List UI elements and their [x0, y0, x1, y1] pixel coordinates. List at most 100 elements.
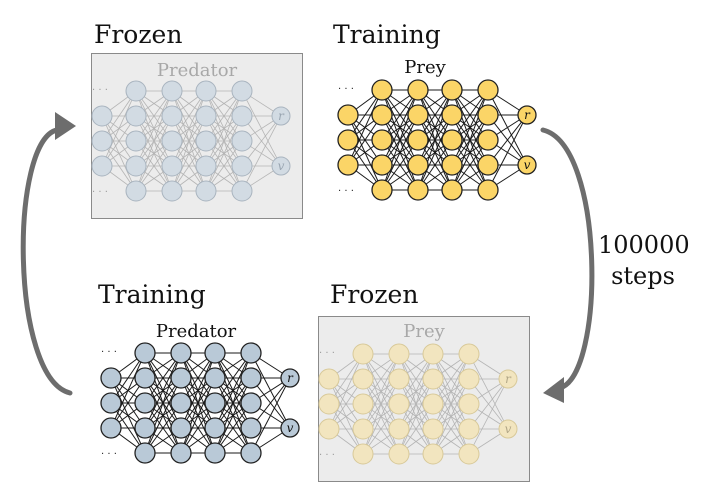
output-label-v: v [505, 422, 512, 436]
ellipsis-dots: . . . [338, 183, 354, 194]
hidden-node [458, 443, 480, 465]
hidden-node [407, 79, 429, 101]
state-label-prey-frozen: Frozen [330, 280, 419, 309]
edge [417, 89, 453, 166]
edge [214, 352, 252, 429]
output-node-r [280, 368, 300, 388]
arrow-left-up [20, 127, 73, 396]
hidden-node [170, 417, 192, 439]
hidden-node [371, 129, 393, 151]
hidden-node [134, 367, 156, 389]
edge [468, 378, 509, 430]
hidden-node [422, 343, 444, 365]
ellipsis-dots: . . . [101, 446, 117, 457]
hidden-node [388, 343, 410, 365]
edge [347, 89, 383, 166]
edge [180, 352, 216, 429]
ellipsis-dots: . . . [92, 184, 108, 195]
hidden-node [318, 368, 340, 390]
hidden-node [231, 105, 253, 127]
edge [381, 89, 419, 166]
arrowhead-left [55, 112, 76, 140]
arrowhead-right [543, 377, 564, 403]
hidden-node [477, 104, 499, 126]
hidden-node [231, 80, 253, 102]
net-title-prey-training: Prey [404, 57, 446, 78]
net-title-predator-frozen: Predator [156, 60, 238, 81]
hidden-node [352, 418, 374, 440]
hidden-node [134, 417, 156, 439]
ellipsis-dots: . . . [319, 345, 335, 356]
output-node-r [498, 369, 518, 389]
steps-unit: steps [611, 261, 675, 290]
hidden-node [231, 180, 253, 202]
output-node-v [517, 155, 537, 175]
hidden-node [125, 180, 147, 202]
output-label-r: r [524, 108, 531, 122]
ellipsis-dots: . . . [92, 82, 108, 93]
hidden-node [477, 129, 499, 151]
hidden-node [388, 368, 410, 390]
hidden-node [195, 105, 217, 127]
hidden-node [170, 367, 192, 389]
edge [171, 90, 207, 167]
ellipsis-dots: . . . [338, 81, 354, 92]
edge [205, 90, 243, 167]
net-title-predator-training: Predator [155, 321, 237, 342]
edge [468, 378, 509, 455]
hidden-node [195, 180, 217, 202]
hidden-node [125, 80, 147, 102]
network-predator-training: . . .. . .rv [100, 342, 300, 464]
hidden-node [422, 368, 444, 390]
output-label-v: v [278, 159, 285, 173]
ellipsis-dots: . . . [101, 344, 117, 355]
hidden-node [125, 130, 147, 152]
edge [432, 378, 470, 455]
edge [362, 378, 400, 455]
edge [487, 114, 528, 191]
network-predator-frozen: . . . . . . r v [91, 80, 291, 202]
hidden-node [371, 154, 393, 176]
hidden-node [170, 442, 192, 464]
hidden-node [100, 392, 122, 414]
hidden-node [407, 104, 429, 126]
state-label-prey-training: Training [333, 20, 441, 49]
hidden-node [388, 443, 410, 465]
hidden-node [371, 179, 393, 201]
hidden-node [318, 418, 340, 440]
hidden-node [100, 417, 122, 439]
hidden-node [91, 105, 113, 127]
edge [250, 377, 291, 454]
hidden-node [352, 368, 374, 390]
hidden-node [161, 130, 183, 152]
hidden-node [371, 79, 393, 101]
hidden-node [204, 367, 226, 389]
edge [328, 353, 364, 430]
hidden-node [195, 130, 217, 152]
output-label-r: r [505, 372, 512, 386]
edge [398, 378, 434, 455]
hidden-node [337, 129, 359, 151]
edge [144, 352, 182, 429]
hidden-node [134, 392, 156, 414]
hidden-node [441, 179, 463, 201]
output-node-r [517, 105, 537, 125]
hidden-node [477, 179, 499, 201]
edge [432, 353, 470, 430]
hidden-node [407, 179, 429, 201]
output-node-r [271, 106, 291, 126]
hidden-node [352, 343, 374, 365]
hidden-node [388, 393, 410, 415]
edge [451, 114, 489, 191]
steps-label: 100000 steps [598, 230, 690, 291]
hidden-node [240, 342, 262, 364]
hidden-node [231, 155, 253, 177]
output-label-r: r [278, 109, 285, 123]
edge [451, 89, 489, 166]
steps-value: 100000 [598, 231, 690, 259]
hidden-node [441, 79, 463, 101]
hidden-node [240, 367, 262, 389]
hidden-node [318, 393, 340, 415]
